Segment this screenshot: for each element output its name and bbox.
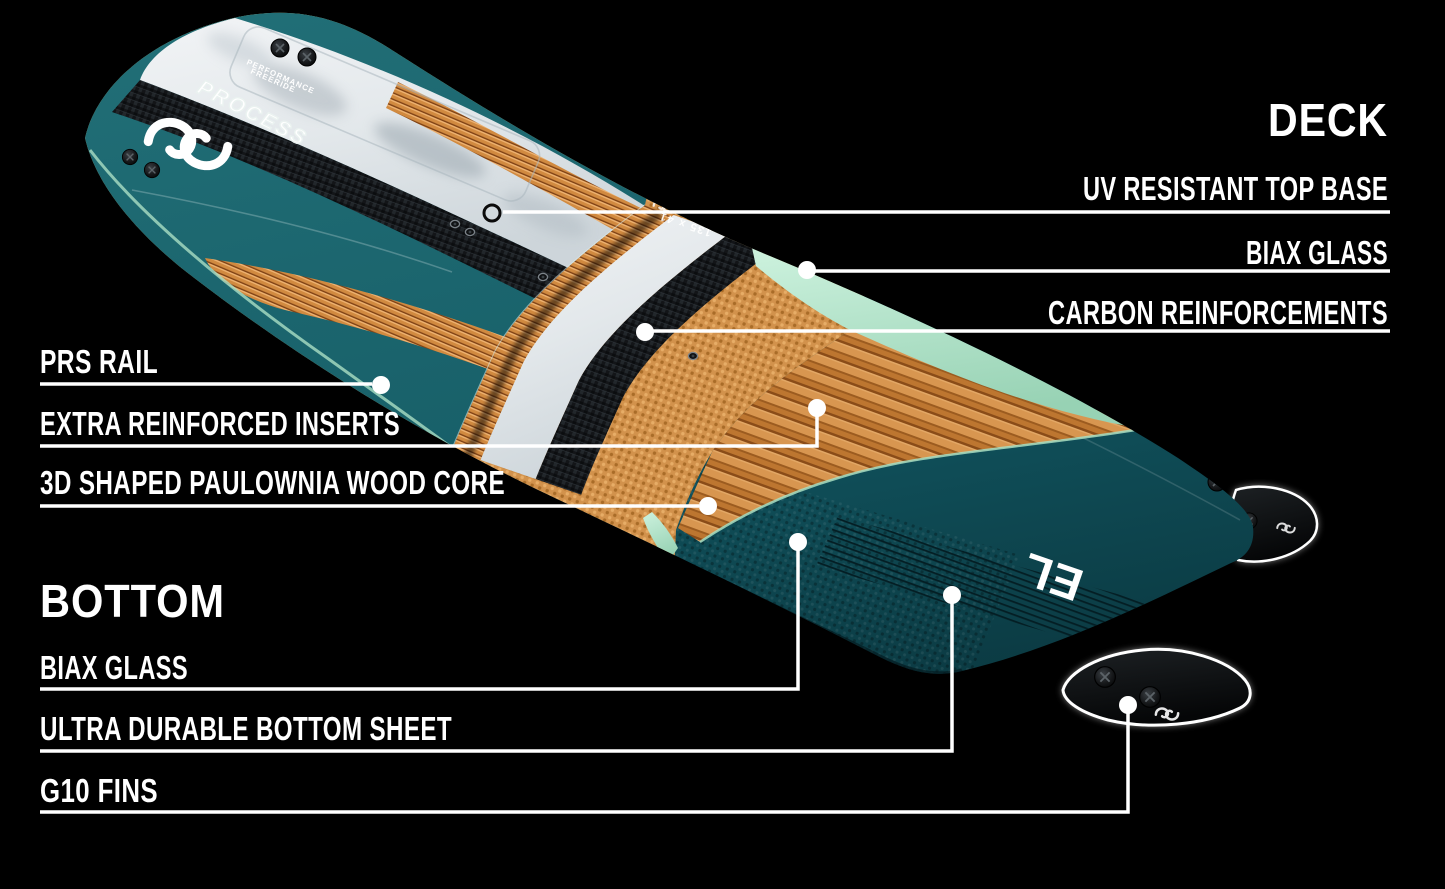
leader-line: [40, 416, 819, 448]
fin-screw-icon: [1138, 685, 1162, 709]
fin-screw-icon: [1093, 665, 1117, 689]
leader-line: [40, 603, 954, 753]
callout-paulownia-wood-core: 3D SHAPED PAULOWNIA WOOD CORE: [40, 464, 717, 515]
callout-label: 3D SHAPED PAULOWNIA WOOD CORE: [40, 464, 505, 501]
deck-callouts: DECK UV RESISTANT TOP BASE BIAX GLASS CA…: [482, 94, 1390, 341]
callout-label: UV RESISTANT TOP BASE: [1083, 170, 1388, 207]
deck-screw-icon: [270, 38, 290, 58]
leader-dot-icon: [943, 586, 961, 604]
callout-prs-rail: PRS RAIL: [40, 343, 390, 394]
leader-line: [40, 550, 800, 691]
insert-icon: [687, 351, 699, 361]
leader-dot-icon: [372, 376, 390, 394]
bottom-screw-icon: [1207, 472, 1227, 492]
paulownia-wood-core-layer: [643, 322, 1149, 562]
leader-dot-icon: [699, 497, 717, 515]
wood-veneer-band: [452, 205, 674, 460]
leader-dot-icon: [789, 533, 807, 551]
callout-carbon-reinforcements: CARBON REINFORCEMENTS: [636, 294, 1390, 341]
carbon-stripe-inner: [535, 234, 775, 495]
callout-g10-fins: G10 FINS: [40, 696, 1137, 814]
glass-edge-sliver: [643, 512, 678, 562]
callout-label: BIAX GLASS: [40, 649, 188, 686]
wood-accent-bottom: [205, 258, 700, 456]
callout-label: CARBON REINFORCEMENTS: [1048, 294, 1388, 331]
insert-icon: [449, 219, 461, 229]
deck-screw-icon: [143, 161, 161, 179]
leader-dot-icon: [636, 323, 654, 341]
callout-label: EXTRA REINFORCED INSERTS: [40, 405, 400, 442]
callout-biax-glass-bottom: BIAX GLASS: [40, 533, 807, 691]
insert-icon: [537, 272, 549, 282]
leader-dot-icon: [798, 261, 816, 279]
deck-screw-icon: [121, 148, 139, 166]
carbon-stripe-deck: [112, 80, 598, 318]
wood-accent-top: [386, 82, 645, 238]
callout-biax-glass-deck: BIAX GLASS: [798, 234, 1390, 279]
insert-icon: [464, 227, 476, 237]
bottom-pinstripe-band: [816, 516, 1160, 658]
callout-label: PRS RAIL: [40, 343, 158, 380]
deck-heading: DECK: [1268, 94, 1388, 146]
insert-panel-seam: [229, 26, 541, 202]
leader-ring-icon: [482, 203, 502, 223]
bottom-heading: BOTTOM: [40, 575, 225, 627]
prs-rail-edge: [88, 149, 453, 450]
g10-fin: [1061, 647, 1252, 727]
callout-label: G10 FINS: [40, 772, 158, 809]
topsheet-sliver: [480, 215, 729, 479]
callout-ultra-durable-bottom-sheet: ULTRA DURABLE BOTTOM SHEET: [40, 586, 961, 753]
callout-uv-resistant-top-base: UV RESISTANT TOP BASE: [482, 170, 1390, 223]
callout-label: ULTRA DURABLE BOTTOM SHEET: [40, 710, 452, 747]
bottom-callouts: BOTTOM BIAX GLASS ULTRA DURABLE BOTTOM S…: [40, 533, 1137, 814]
leader-dot-icon: [808, 399, 826, 417]
deck-screw-icon: [297, 47, 317, 67]
construction-callouts: PRS RAIL EXTRA REINFORCED INSERTS 3D SHA…: [40, 343, 826, 515]
callout-label: BIAX GLASS: [1246, 234, 1388, 271]
callout-extra-reinforced-inserts: EXTRA REINFORCED INSERTS: [40, 399, 826, 448]
leader-dot-icon: [1119, 696, 1137, 714]
leader-line: [40, 713, 1130, 814]
